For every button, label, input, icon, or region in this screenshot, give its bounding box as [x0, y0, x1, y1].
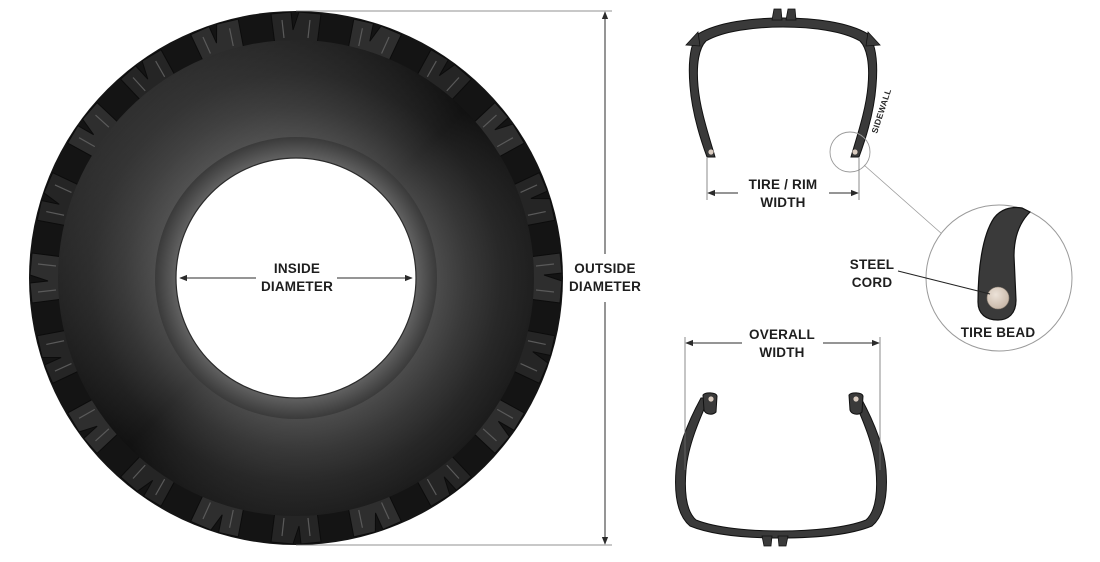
- tread-lug-highlight: [46, 184, 72, 216]
- overall-width-dimension: OVERALL WIDTH: [684, 327, 881, 470]
- tread-lug-highlight: [520, 340, 546, 372]
- outside-diameter-label-2: DIAMETER: [569, 279, 641, 294]
- tread-lug-highlight: [202, 28, 234, 54]
- tire-rim-label-1: TIRE / RIM: [749, 177, 818, 192]
- tire-rim-label-2: WIDTH: [760, 195, 805, 210]
- tread-lug-highlight: [132, 60, 166, 92]
- bottom-bead-left-wire: [708, 396, 714, 402]
- tread-lug-highlight: [37, 263, 57, 293]
- tread-lug-highlight: [132, 464, 166, 496]
- outside-diameter-label-1: OUTSIDE: [574, 261, 635, 276]
- steel-cord-wire: [986, 286, 1010, 310]
- tire-rim-width-dimension: TIRE / RIM WIDTH: [706, 158, 860, 210]
- tire-front-view: [29, 11, 563, 545]
- tread-nub-right: [785, 8, 797, 21]
- tread-nub-left: [771, 8, 783, 21]
- cross-section-unmounted-profile: [675, 397, 887, 539]
- cross-section-mounted: SIDEWALL: [685, 8, 893, 173]
- tread-lug-highlight: [78, 114, 110, 148]
- tread-lug-highlight: [482, 408, 514, 442]
- inside-diameter-dimension: INSIDE DIAMETER: [179, 261, 413, 294]
- tread-lug-highlight: [520, 184, 546, 216]
- tread-lug-highlight: [535, 263, 555, 293]
- tread-lug-highlight: [281, 19, 311, 39]
- tread-lug-highlight: [426, 464, 460, 496]
- shoulder-right: [865, 31, 881, 47]
- overall-width-label-2: WIDTH: [759, 345, 804, 360]
- tread-lug-highlight: [281, 517, 311, 537]
- tread-lug-highlight: [358, 502, 390, 528]
- cross-section-mounted-profile: [688, 17, 878, 158]
- bead-zoom-source-circle: [829, 131, 871, 173]
- cross-section-unmounted: [675, 392, 887, 547]
- bead-right-wire: [852, 149, 858, 155]
- shoulder-left: [685, 31, 701, 47]
- steel-cord-pointer: [897, 270, 991, 295]
- tread-lug-highlight: [358, 28, 390, 54]
- bottom-tread-nub-right: [777, 535, 789, 547]
- tread-lug-highlight: [426, 60, 460, 92]
- bead-detail: STEEL CORD TIRE BEAD: [850, 164, 1073, 352]
- inside-diameter-label-2: DIAMETER: [261, 279, 333, 294]
- bottom-bead-right-wire: [853, 396, 859, 402]
- tread-lug-highlight: [46, 340, 72, 372]
- steel-cord-label-2: CORD: [852, 275, 893, 290]
- zoom-lead-line: [863, 164, 943, 235]
- tread-lug-highlight: [482, 114, 514, 148]
- bottom-tread-nub-left: [761, 535, 773, 547]
- tire-bead-label: TIRE BEAD: [961, 325, 1036, 340]
- inside-diameter-label-1: INSIDE: [274, 261, 320, 276]
- overall-width-label-1: OVERALL: [749, 327, 815, 342]
- bottom-bead-left: [702, 392, 718, 415]
- bead-left-wire: [708, 149, 714, 155]
- tire-center-hole: [175, 157, 417, 399]
- steel-cord-label-1: STEEL: [850, 257, 895, 272]
- bottom-bead-right: [848, 392, 864, 415]
- tread-lug-highlight: [78, 408, 110, 442]
- outside-diameter-dimension: OUTSIDE DIAMETER: [296, 10, 641, 546]
- tread-lug-highlight: [202, 502, 234, 528]
